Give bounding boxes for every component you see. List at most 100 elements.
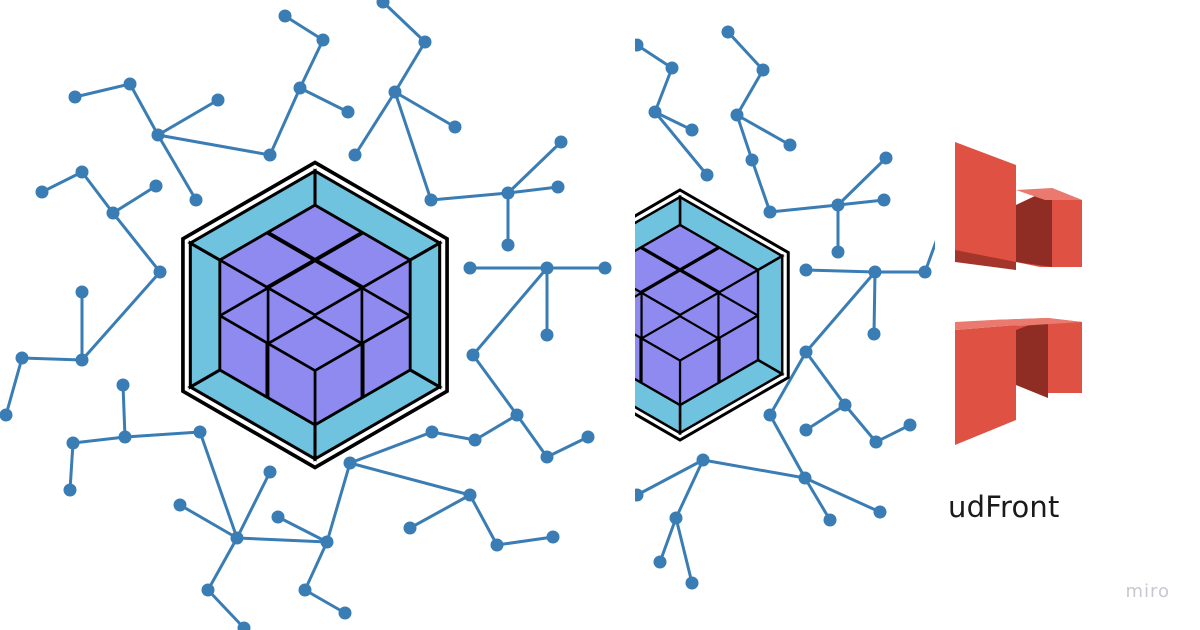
network-edge [393, 91, 433, 201]
network-edge [128, 83, 160, 136]
network-edge [80, 271, 162, 361]
network-edge [836, 156, 888, 207]
network-edge [299, 86, 349, 114]
network-edge [179, 503, 238, 540]
cloudfront-caption: udFront [948, 490, 1060, 524]
network-edge [393, 41, 427, 93]
network-node [263, 465, 277, 479]
network-edge [68, 442, 75, 491]
network-node [230, 531, 244, 545]
network-edge [496, 535, 554, 547]
network-node [783, 138, 797, 152]
network-node [0, 408, 13, 422]
network-edge [21, 356, 83, 362]
network-node [730, 108, 744, 122]
network-edge [654, 110, 693, 132]
network-edge [636, 458, 704, 497]
network-node [448, 120, 462, 134]
network-node [106, 206, 120, 220]
network-edge [735, 69, 765, 116]
network-node [551, 180, 565, 194]
network-node [75, 285, 89, 299]
network-edge [124, 430, 201, 439]
network-node [75, 353, 89, 367]
network-edge [74, 82, 131, 99]
network-edge [658, 517, 678, 563]
network-node [868, 265, 882, 279]
network-node [700, 168, 714, 182]
network-node [540, 261, 554, 275]
network-edge [325, 462, 352, 543]
network-edge [41, 170, 83, 194]
network-node [63, 483, 77, 497]
network-node [298, 583, 312, 597]
network-edge [726, 30, 765, 72]
network-graph [635, 25, 935, 590]
network-node [418, 35, 432, 49]
network-node [68, 90, 82, 104]
network-node [263, 148, 277, 162]
network-node [669, 511, 683, 525]
network-edge [298, 39, 325, 89]
network-node [463, 261, 477, 275]
network-node [425, 425, 439, 439]
network-node [581, 430, 595, 444]
network-edge [674, 459, 705, 519]
network-edge [923, 239, 935, 273]
network-node [763, 205, 777, 219]
network-edge [112, 184, 157, 215]
network-node [341, 105, 355, 119]
network-edge [515, 414, 549, 458]
network-node [799, 345, 813, 359]
network-edge [736, 113, 791, 147]
network-node [838, 398, 852, 412]
network-node [424, 193, 438, 207]
network-edge [468, 494, 499, 546]
network-edge [353, 91, 397, 156]
network-node [271, 510, 285, 524]
network-edge [471, 354, 519, 416]
network-node [338, 606, 352, 620]
network-edge [804, 271, 877, 353]
network-edge [349, 461, 471, 497]
network-node [466, 348, 480, 362]
network-node [343, 456, 357, 470]
network-node [798, 471, 812, 485]
network-edge [277, 515, 328, 544]
network-node [75, 165, 89, 179]
network-node [756, 63, 770, 77]
network-node [540, 450, 554, 464]
network-node [15, 351, 29, 365]
network-edge [506, 140, 563, 195]
network-edge [769, 203, 839, 214]
network-edge [636, 43, 673, 70]
network-edge [156, 134, 198, 201]
network-node [799, 423, 813, 437]
network-node [490, 538, 504, 552]
network-edge [546, 435, 589, 459]
network-node [510, 408, 524, 422]
network-edge [284, 14, 324, 42]
network-node [831, 245, 845, 259]
network-edge [735, 114, 754, 161]
network-edge [111, 212, 162, 273]
network-edge [805, 403, 846, 432]
network-node [685, 123, 699, 137]
network-edge [236, 536, 328, 544]
network-node [468, 433, 482, 447]
network-node [665, 61, 679, 75]
network-node [635, 38, 644, 52]
network-node [696, 453, 710, 467]
network-node [123, 77, 137, 91]
webpack-logo-network-cropped [635, 25, 935, 590]
network-node [293, 81, 307, 95]
network-edge [653, 67, 674, 113]
network-node [685, 576, 699, 590]
network-node [873, 505, 887, 519]
network-edge [837, 198, 885, 207]
network-edge [80, 171, 115, 214]
webpack-cube-icon [635, 188, 790, 442]
network-node [237, 621, 251, 630]
network-edge [304, 588, 346, 615]
